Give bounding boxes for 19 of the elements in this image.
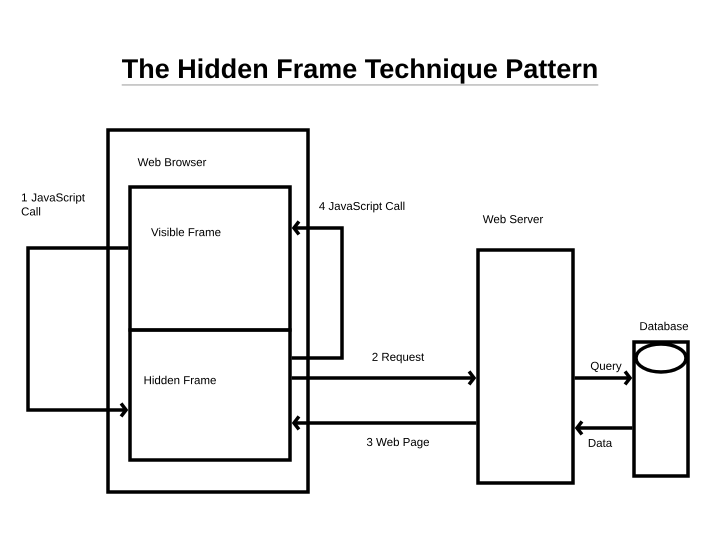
node-label: Web Server bbox=[482, 214, 544, 224]
edge-label: Query bbox=[590, 362, 622, 372]
arrow bbox=[574, 420, 632, 436]
edge-label: 2 Request bbox=[372, 352, 424, 364]
edge-label: 4 JavaScript Call bbox=[319, 202, 404, 212]
arrow bbox=[292, 370, 476, 386]
edge-label: 1 JavaScript Call bbox=[22, 193, 85, 216]
edge-label: 3 Web Page bbox=[366, 438, 430, 448]
node-label: Database bbox=[640, 322, 688, 330]
arrow bbox=[292, 415, 476, 431]
title: The Hidden Frame Technique Pattern bbox=[122, 58, 598, 86]
arrow bbox=[574, 370, 632, 386]
server-box: Web Server bbox=[476, 214, 575, 485]
database-cylinder: Database bbox=[632, 322, 690, 478]
edge-label: Data bbox=[588, 438, 612, 447]
frame-box: Visible Frame bbox=[128, 185, 292, 332]
arrow bbox=[26, 246, 128, 418]
frame-box: Hidden Frame bbox=[128, 328, 292, 462]
arrow bbox=[292, 220, 344, 360]
